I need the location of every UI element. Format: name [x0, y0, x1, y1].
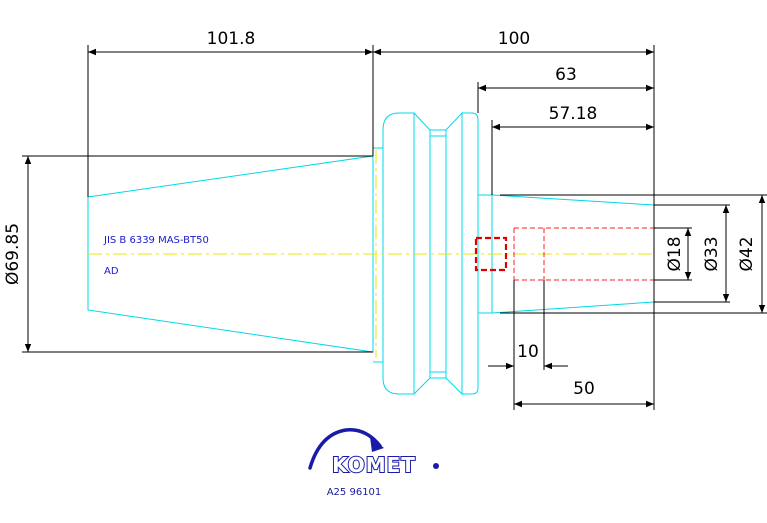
spec-standard: JIS B 6339 MAS-BT50 — [103, 235, 209, 246]
dim-len-50: 50 — [573, 379, 595, 399]
bore-recess — [474, 236, 508, 272]
dim-length-63: 63 — [555, 65, 577, 85]
taper-shank — [87, 155, 374, 353]
dim-dia-taper: Ø69.85 — [3, 223, 23, 285]
dimension-lines — [22, 45, 767, 410]
logo-wordmark: KOMET — [332, 453, 416, 477]
dim-dia-33: Ø33 — [702, 236, 722, 271]
spec-type: AD — [104, 266, 119, 277]
dim-taper-length: 101.8 — [207, 29, 256, 49]
dimension-labels: 101.8 100 63 57.18 Ø69.85 Ø18 Ø33 Ø42 10… — [3, 29, 757, 399]
logo-arc — [308, 428, 382, 470]
dim-dia-18: Ø18 — [665, 236, 685, 271]
komet-logo: KOMET — [308, 428, 439, 478]
hidden-bore — [474, 227, 654, 281]
v-groove — [413, 112, 431, 395]
flange — [373, 147, 384, 363]
article-number: A25 96101 — [327, 487, 382, 498]
dim-len-10: 10 — [517, 342, 539, 362]
collar — [462, 112, 479, 395]
dim-dia-42: Ø42 — [737, 236, 757, 271]
dim-length-57: 57.18 — [549, 104, 598, 124]
dim-overall-length: 100 — [498, 29, 530, 49]
